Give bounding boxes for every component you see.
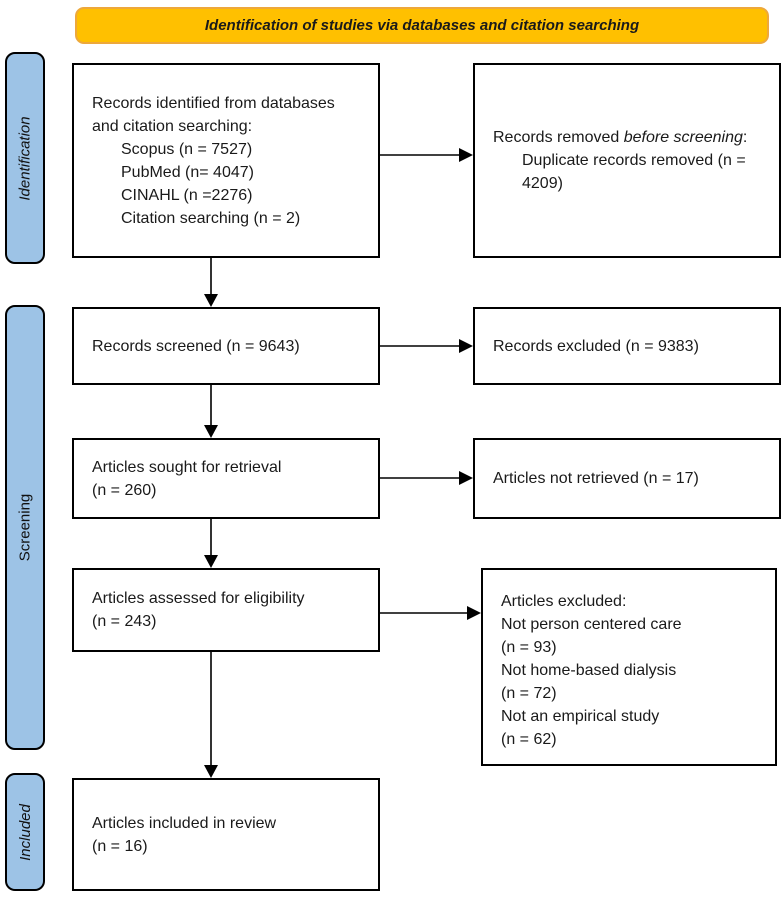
banner-identification-of-studies: Identification of studies via databases …: [75, 7, 769, 44]
articles-excluded-reason-1: Not person centered care: [501, 616, 682, 633]
arrow-assessed-to-included: [204, 652, 218, 778]
box-articles-assessed: Articles assessed for eligibility (n = 2…: [72, 568, 380, 652]
articles-included-line1: Articles included in review: [92, 814, 277, 832]
box-articles-included: Articles included in review (n = 16): [72, 778, 380, 891]
articles-assessed-line1: Articles assessed for eligibility: [92, 590, 305, 607]
stage-label-screening: Screening: [5, 305, 45, 750]
records-removed-heading: Records removed before screening:: [493, 126, 765, 149]
arrow-screened-to-sought: [204, 385, 218, 438]
records-identified-item-scopus: Scopus (n = 7527): [121, 140, 253, 158]
box-records-screened: Records screened (n = 9643): [72, 307, 380, 385]
stage-label-identification-text: Identification: [16, 115, 34, 201]
box-records-removed: Records removed before screening: Duplic…: [473, 63, 781, 258]
records-identified-item-cinahl: CINAHL (n =2276): [121, 186, 253, 204]
banner-title: Identification of studies via databases …: [204, 17, 640, 34]
articles-excluded-reason-3: Not an empirical study: [501, 708, 660, 725]
records-removed-item-duplicates: Duplicate records removed (n = 4209): [522, 152, 746, 192]
articles-sought-line2: (n = 260): [92, 481, 157, 499]
articles-excluded-title: Articles excluded:: [501, 593, 627, 610]
arrow-identified-to-removed: [380, 148, 473, 162]
records-removed-suffix: :: [742, 129, 748, 146]
articles-excluded-reason-2-n: (n = 72): [501, 685, 557, 702]
box-articles-excluded: Articles excluded: Not person centered c…: [481, 568, 777, 766]
stage-label-screening-text: Screening: [16, 493, 34, 562]
records-excluded-text: Records excluded (n = 9383): [493, 337, 699, 355]
stage-label-identification: Identification: [5, 52, 45, 264]
arrow-assessed-to-articles-excluded: [380, 606, 481, 620]
articles-excluded-reason-2: Not home-based dialysis: [501, 662, 677, 679]
records-identified-intro: Records identified from databases and ci…: [92, 94, 335, 135]
box-records-excluded: Records excluded (n = 9383): [473, 307, 781, 385]
arrow-sought-to-assessed: [204, 519, 218, 568]
stage-label-included-text: Included: [16, 803, 34, 861]
arrow-identified-to-screened: [204, 258, 218, 307]
stage-label-included: Included: [5, 773, 45, 891]
arrow-screened-to-excluded: [380, 339, 473, 353]
articles-excluded-reason-1-n: (n = 93): [501, 639, 557, 656]
articles-assessed-line2: (n = 243): [92, 613, 157, 630]
articles-not-retrieved-text: Articles not retrieved (n = 17): [493, 470, 699, 487]
box-articles-not-retrieved: Articles not retrieved (n = 17): [473, 438, 781, 519]
arrow-sought-to-not-retrieved: [380, 471, 473, 485]
box-records-identified: Records identified from databases and ci…: [72, 63, 380, 258]
records-identified-item-pubmed: PubMed (n= 4047): [121, 163, 254, 181]
records-screened-text: Records screened (n = 9643): [92, 337, 300, 355]
articles-included-line2: (n = 16): [92, 837, 148, 855]
records-removed-prefix: Records removed: [493, 129, 624, 146]
articles-excluded-reason-3-n: (n = 62): [501, 731, 557, 748]
box-articles-sought: Articles sought for retrieval (n = 260): [72, 438, 380, 519]
articles-sought-line1: Articles sought for retrieval: [92, 458, 282, 476]
records-identified-item-citation: Citation searching (n = 2): [121, 209, 301, 227]
records-removed-emphasis: before screening: [623, 129, 743, 146]
